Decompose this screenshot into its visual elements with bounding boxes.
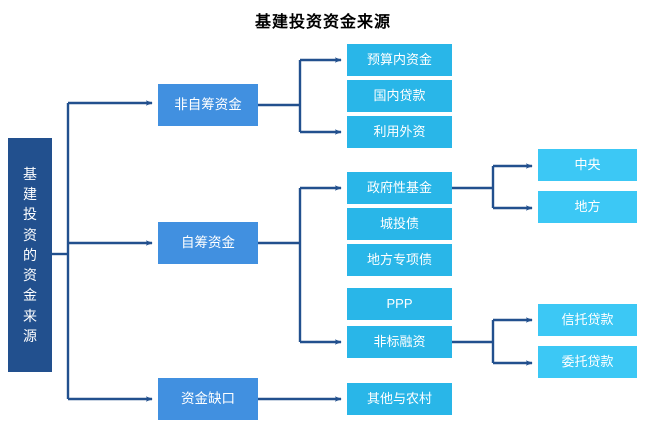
node-budget-funds[interactable]: 预算内资金 bbox=[347, 44, 452, 76]
node-domestic-loans[interactable]: 国内贷款 bbox=[347, 80, 452, 112]
root-char: 资 bbox=[23, 267, 37, 284]
node-self-raised[interactable]: 自筹资金 bbox=[158, 222, 258, 264]
root-char: 的 bbox=[23, 246, 37, 263]
node-non-standard-financing[interactable]: 非标融资 bbox=[347, 326, 452, 358]
page-title: 基建投资资金来源 bbox=[254, 14, 391, 31]
node-trust-loans[interactable]: 信托贷款 bbox=[538, 304, 637, 336]
node-non-self-raised[interactable]: 非自筹资金 bbox=[158, 84, 258, 126]
node-local[interactable]: 地方 bbox=[538, 191, 637, 223]
root-char: 基 bbox=[23, 165, 37, 182]
root-char: 金 bbox=[23, 287, 37, 304]
node-ppp[interactable]: PPP bbox=[347, 288, 452, 320]
node-urban-investment-bond[interactable]: 城投债 bbox=[347, 208, 452, 240]
node-funding-gap[interactable]: 资金缺口 bbox=[158, 378, 258, 420]
node-other-and-rural[interactable]: 其他与农村 bbox=[347, 383, 452, 415]
root-char: 资 bbox=[23, 226, 37, 243]
node-central[interactable]: 中央 bbox=[538, 149, 637, 181]
root-char: 源 bbox=[23, 328, 37, 345]
node-government-fund[interactable]: 政府性基金 bbox=[347, 172, 452, 204]
node-foreign-capital[interactable]: 利用外资 bbox=[347, 116, 452, 148]
root-char: 投 bbox=[23, 206, 37, 223]
node-local-special-bond[interactable]: 地方专项债 bbox=[347, 244, 452, 276]
root-char: 来 bbox=[23, 307, 37, 324]
root-node-capital-sources[interactable]: 基 建 投 资 的 资 金 来 源 bbox=[8, 138, 52, 372]
root-char: 建 bbox=[23, 185, 37, 202]
node-entrusted-loans[interactable]: 委托贷款 bbox=[538, 346, 637, 378]
